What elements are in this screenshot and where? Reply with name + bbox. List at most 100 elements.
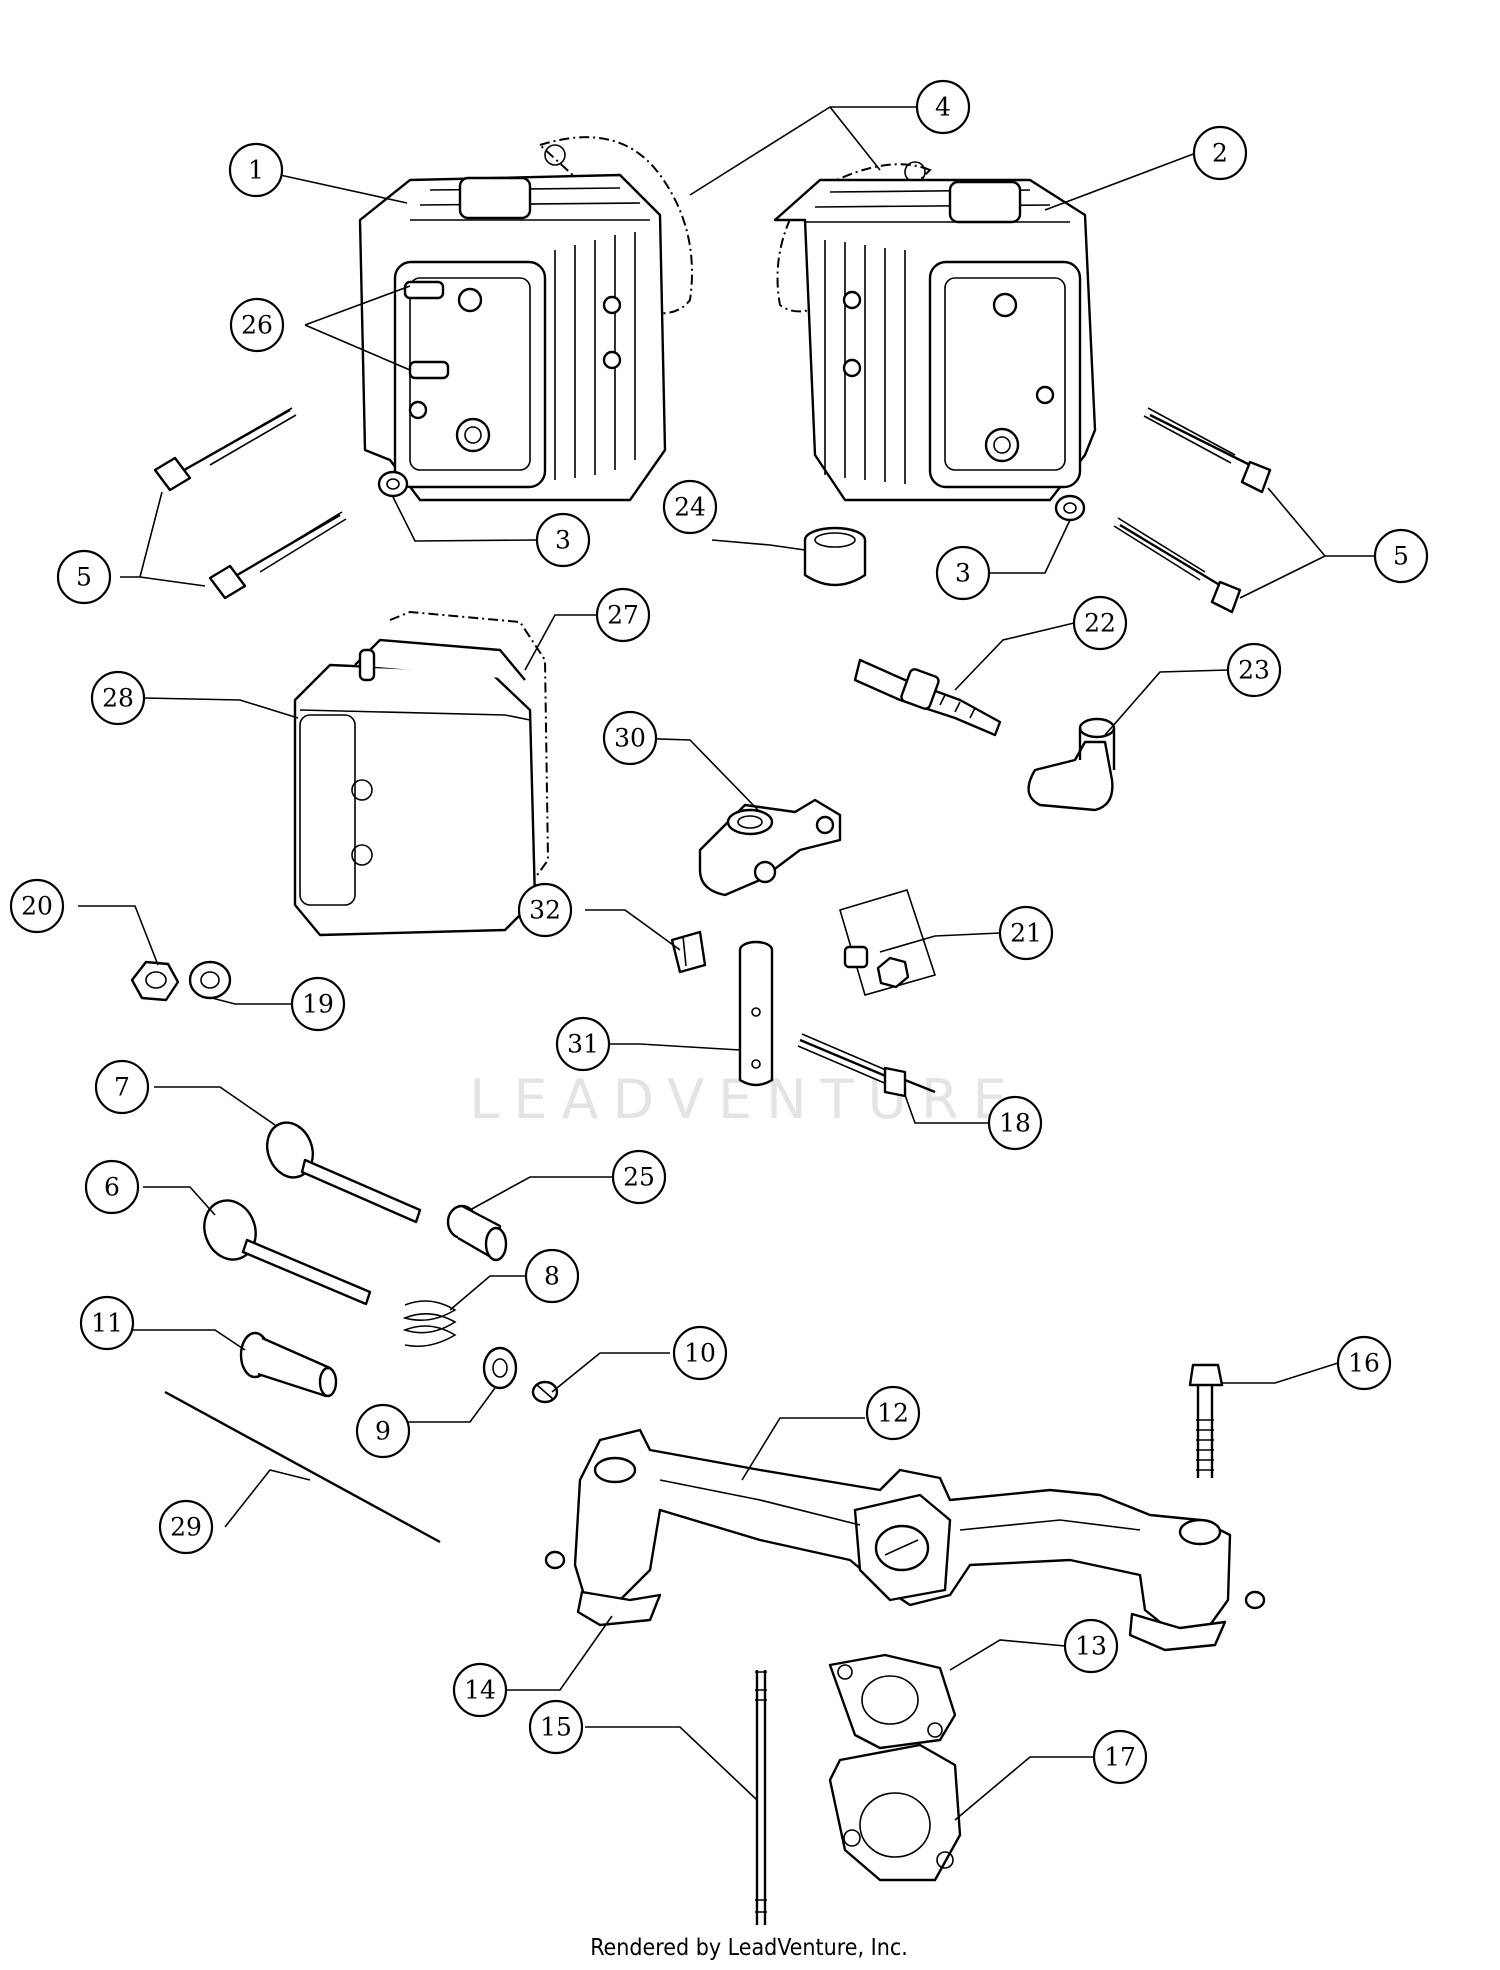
- part-valve-spring: [402, 1300, 457, 1348]
- callout-bubble-32: 32: [517, 882, 573, 938]
- svg-text:3: 3: [555, 526, 571, 555]
- svg-text:24: 24: [674, 493, 706, 522]
- part-valve-keeper: [531, 1380, 559, 1404]
- svg-text:2: 2: [1212, 139, 1228, 168]
- callout-bubble-15: 15: [528, 1699, 584, 1755]
- svg-text:1: 1: [248, 156, 264, 185]
- svg-text:13: 13: [1075, 1632, 1107, 1661]
- svg-text:23: 23: [1238, 656, 1270, 685]
- callout-bubble-18: 18: [987, 1095, 1043, 1151]
- part-carburetor-gasket: [828, 1653, 957, 1750]
- svg-text:12: 12: [877, 1399, 909, 1428]
- svg-text:15: 15: [540, 1713, 572, 1742]
- callout-bubble-9: 9: [355, 1403, 411, 1459]
- callout-bubble-23: 23: [1226, 642, 1282, 698]
- callout-bubble-25: 25: [611, 1149, 667, 1205]
- callout-bubble-3b: 3: [935, 545, 991, 601]
- svg-text:19: 19: [302, 990, 334, 1019]
- svg-text:14: 14: [464, 1676, 496, 1705]
- part-washer-19: [188, 960, 232, 1000]
- svg-text:25: 25: [623, 1163, 655, 1192]
- part-cylinder-head-right: [773, 178, 1097, 502]
- part-head-bolts-left: [153, 407, 347, 600]
- svg-text:18: 18: [999, 1109, 1031, 1138]
- svg-text:21: 21: [1010, 919, 1042, 948]
- callout-bubble-2: 2: [1192, 125, 1248, 181]
- callout-bubble-31: 31: [555, 1016, 611, 1072]
- part-spark-plug: [853, 658, 1002, 737]
- callout-bubble-4: 4: [915, 79, 971, 135]
- part-intake-valve: [203, 1199, 372, 1306]
- callout-bubble-26: 26: [229, 297, 285, 353]
- svg-text:10: 10: [684, 1339, 716, 1368]
- svg-text:29: 29: [170, 1513, 202, 1542]
- svg-text:9: 9: [375, 1417, 391, 1446]
- part-bolt-16: [1188, 1363, 1224, 1478]
- part-rocker-stud: [797, 1033, 936, 1098]
- svg-text:16: 16: [1348, 1349, 1380, 1378]
- callout-bubble-13: 13: [1063, 1618, 1119, 1674]
- part-rocker-arm: [698, 798, 842, 897]
- part-tappet: [239, 1331, 338, 1398]
- svg-text:3: 3: [955, 559, 971, 588]
- callout-bubble-24: 24: [662, 479, 718, 535]
- callout-bubble-27: 27: [595, 587, 651, 643]
- svg-text:27: 27: [607, 601, 639, 630]
- callout-bubble-6: 6: [84, 1159, 140, 1215]
- svg-text:20: 20: [21, 892, 53, 921]
- svg-text:11: 11: [91, 1309, 123, 1338]
- part-rocker-cover: [293, 638, 537, 937]
- callout-bubble-1: 1: [228, 142, 284, 198]
- callout-bubble-29: 29: [158, 1499, 214, 1555]
- callout-bubble-11: 11: [79, 1295, 135, 1351]
- callout-bubble-12: 12: [865, 1385, 921, 1441]
- part-intake-manifold: [544, 1428, 1266, 1632]
- part-pin: [738, 940, 774, 1087]
- part-spring-retainer: [482, 1346, 518, 1390]
- svg-text:5: 5: [1393, 542, 1409, 571]
- part-spacer: [828, 1743, 962, 1882]
- callout-bubble-16: 16: [1336, 1335, 1392, 1391]
- callout-bubble-8: 8: [524, 1248, 580, 1304]
- svg-text:17: 17: [1104, 1743, 1136, 1772]
- svg-text:30: 30: [614, 724, 646, 753]
- svg-text:32: 32: [529, 896, 561, 925]
- svg-text:31: 31: [567, 1030, 599, 1059]
- callout-bubble-30: 30: [602, 710, 658, 766]
- part-washer-left: [377, 470, 409, 498]
- part-manifold-gasket-14: [576, 1590, 662, 1627]
- watermark-text: LEADVENTURE: [469, 1068, 1020, 1131]
- part-manifold-gasket-right: [1128, 1612, 1227, 1652]
- callout-bubble-3: 3: [535, 512, 591, 568]
- callout-bubble-21: 21: [998, 905, 1054, 961]
- callout-bubble-17: 17: [1092, 1729, 1148, 1785]
- part-exhaust-valve: [266, 1121, 422, 1224]
- svg-text:5: 5: [76, 563, 92, 592]
- part-cylinder-head-left: [358, 173, 667, 502]
- footer-credit: Rendered by LeadVenture, Inc.: [590, 1935, 908, 1961]
- callout-bubble-5b: 5: [1373, 528, 1429, 584]
- svg-text:8: 8: [544, 1262, 560, 1291]
- part-head-bolts-right: [1113, 407, 1272, 614]
- callout-bubble-19: 19: [290, 976, 346, 1032]
- part-cylinder-head-gasket-left: [538, 136, 693, 315]
- callout-bubble-5: 5: [56, 549, 112, 605]
- svg-text:22: 22: [1084, 609, 1116, 638]
- part-spark-plug-boot: [1027, 717, 1116, 812]
- svg-text:28: 28: [102, 684, 134, 713]
- callout-bubble-14: 14: [452, 1662, 508, 1718]
- svg-text:7: 7: [114, 1073, 130, 1102]
- callout-bubble-7: 7: [94, 1059, 150, 1115]
- leader-lines: [78, 106, 1375, 1821]
- callout-bubble-20: 20: [9, 878, 65, 934]
- part-washer-right: [1054, 494, 1086, 522]
- part-push-rod: [164, 1390, 441, 1544]
- part-stud-15: [755, 1670, 767, 1925]
- callout-bubble-10: 10: [672, 1325, 728, 1381]
- svg-text:26: 26: [241, 311, 273, 340]
- part-adjusting-screw-nut: [839, 889, 937, 996]
- svg-text:6: 6: [104, 1173, 120, 1202]
- part-valve-guide: [446, 1204, 508, 1262]
- part-sleeve: [803, 526, 867, 587]
